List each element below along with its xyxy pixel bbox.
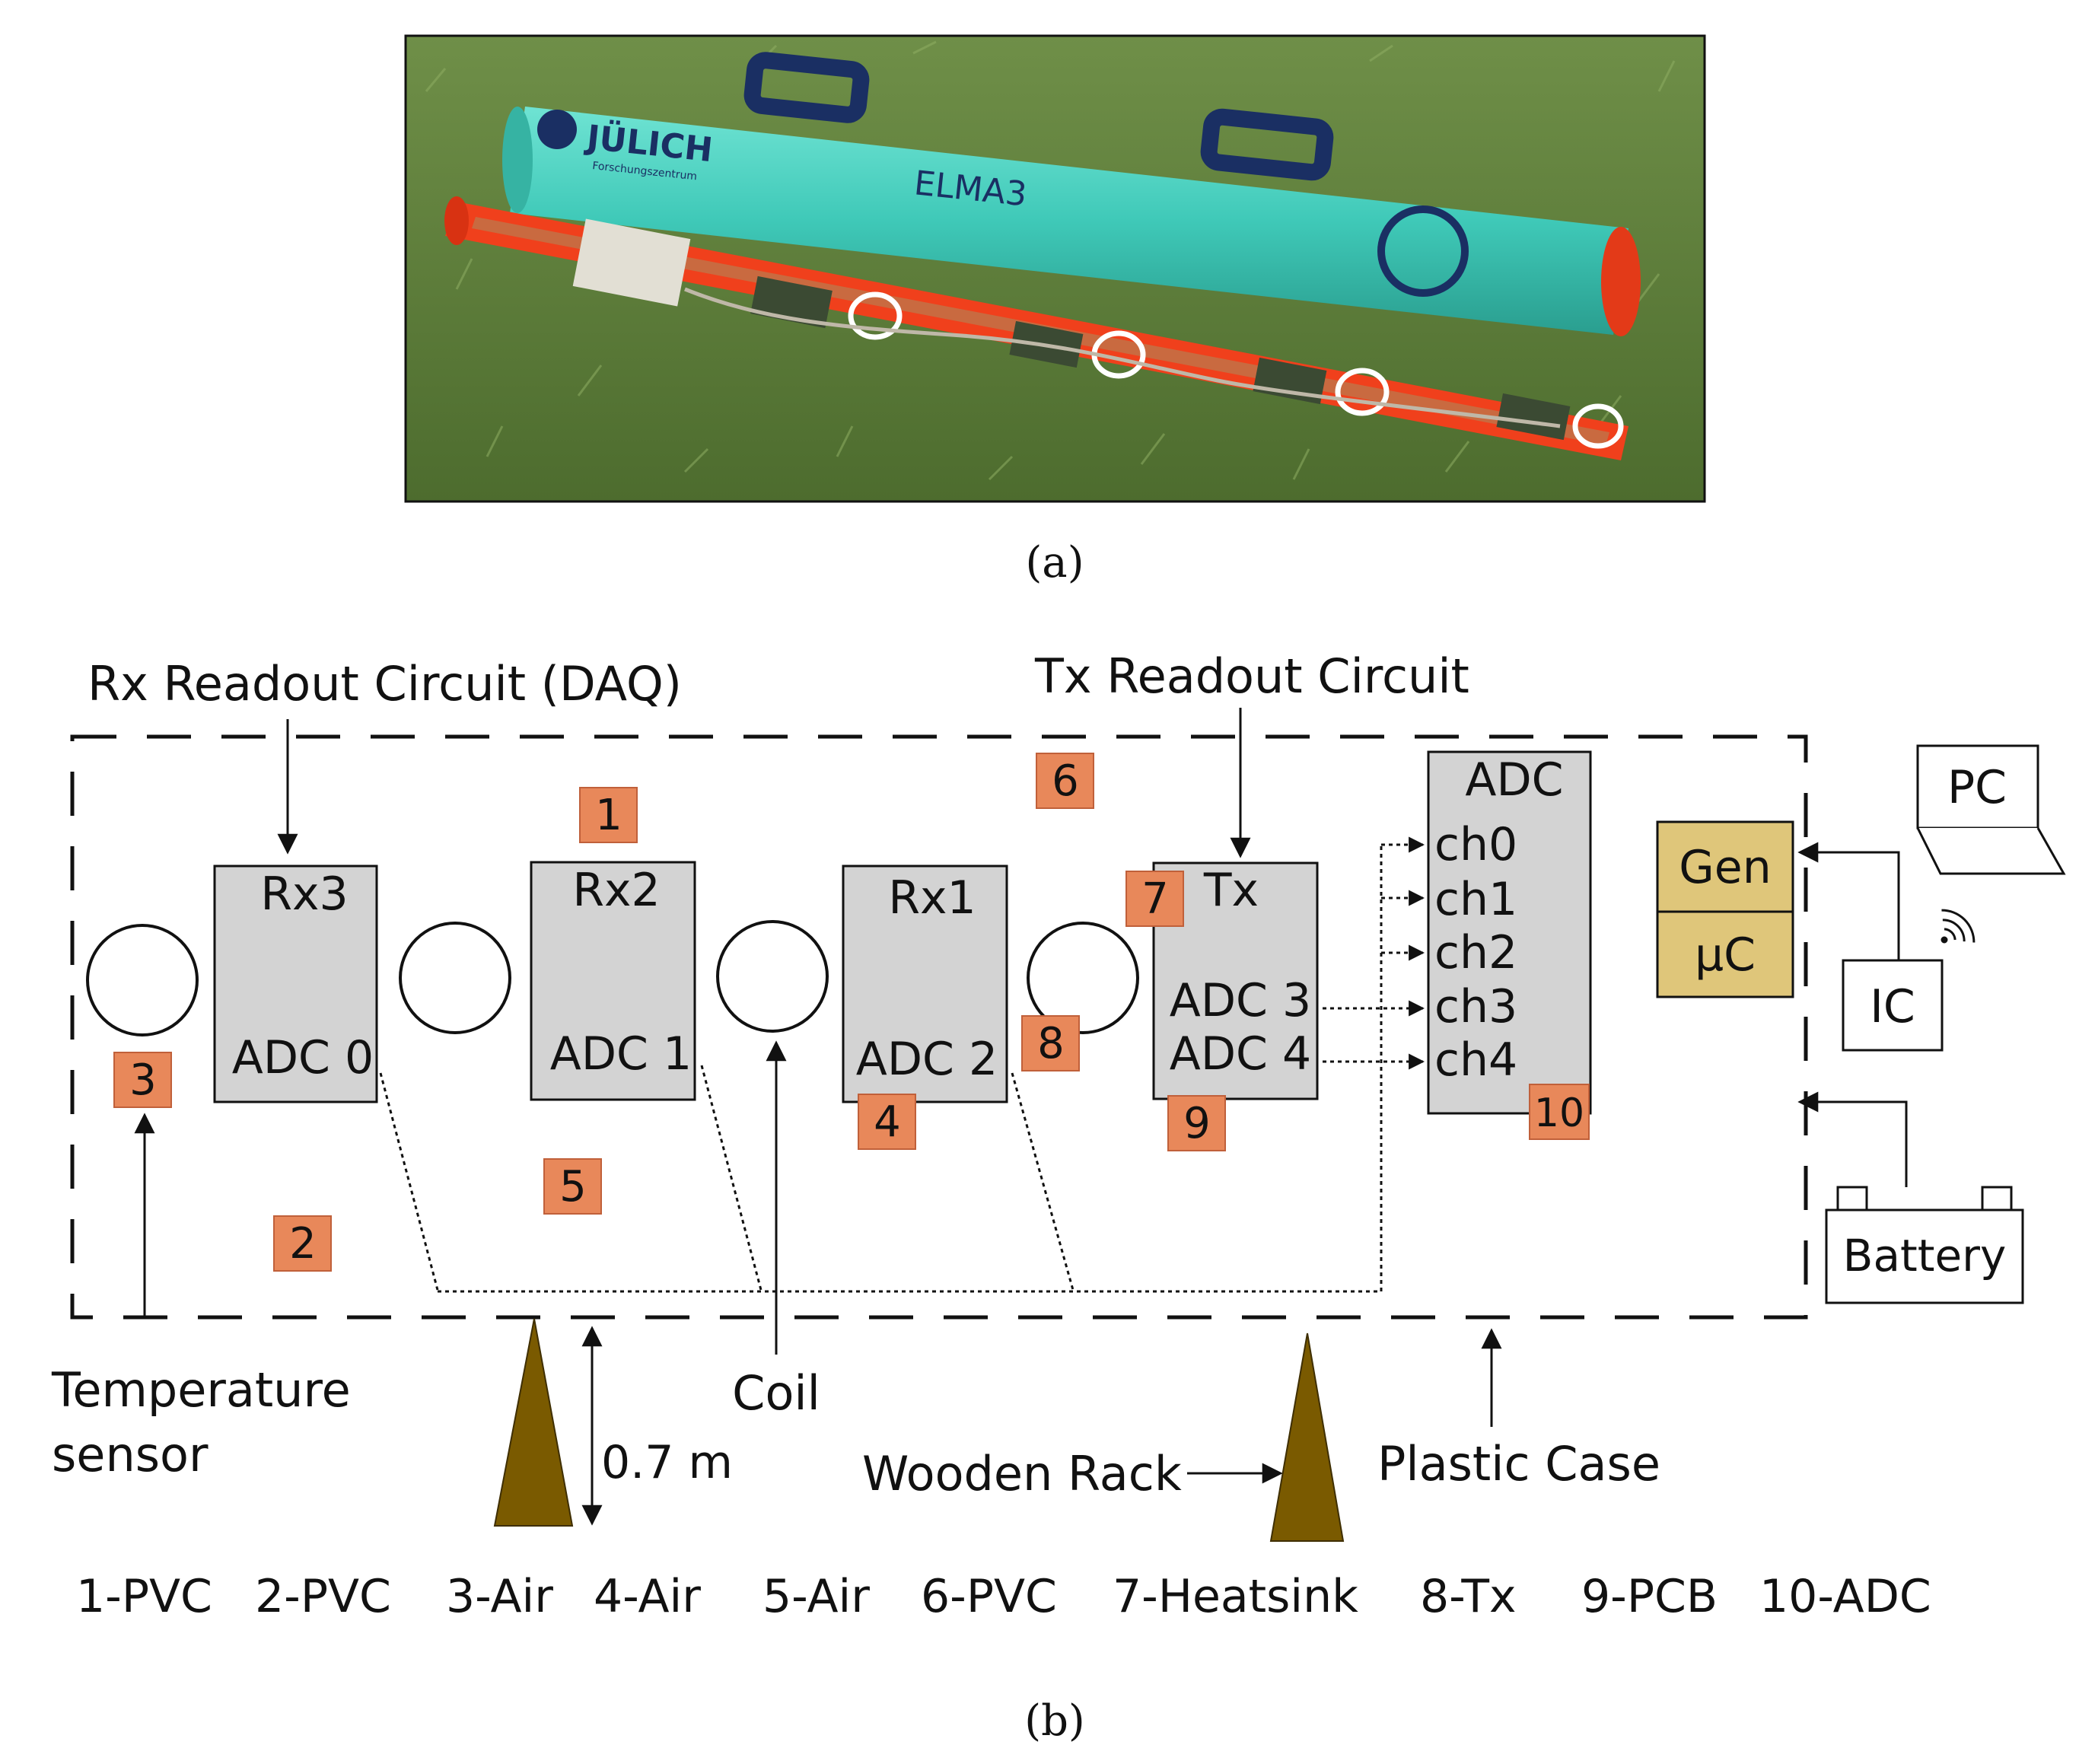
board-rx2-adc: ADC 1 — [550, 1027, 692, 1081]
ic-arrow — [1797, 842, 1900, 960]
battery-pack — [572, 218, 691, 307]
svg-text:8: 8 — [1037, 1019, 1065, 1068]
board-tx-adc-a: ADC 3 — [1170, 974, 1311, 1027]
tube-handle-left — [743, 52, 870, 123]
battery-icon — [1825, 1186, 2024, 1304]
svg-text:2: 2 — [289, 1219, 317, 1269]
wireless-icon — [1941, 909, 1976, 944]
pc-laptop-icon — [1916, 744, 2066, 875]
coil-rx1 — [716, 920, 829, 1033]
svg-text:3: 3 — [129, 1056, 157, 1105]
board-rx1-adc: ADC 2 — [856, 1033, 998, 1086]
caption-b: (b) — [1024, 1696, 1085, 1746]
badge-1: 1 — [579, 787, 638, 843]
photo-wiring — [684, 287, 1561, 428]
legend-item: 9-PCB — [1581, 1570, 1718, 1623]
adc-box-title: ADC — [1465, 753, 1563, 807]
badge-6: 6 — [1036, 753, 1094, 809]
legend-item: 2-PVC — [255, 1570, 391, 1623]
legend-item: 6-PVC — [921, 1570, 1057, 1623]
pc-label: PC — [1947, 761, 2007, 814]
svg-text:7: 7 — [1141, 874, 1169, 924]
legend-item: 8-Tx — [1420, 1570, 1516, 1623]
svg-text:1: 1 — [595, 791, 622, 840]
photo-coils — [848, 291, 1624, 449]
board-rx2-name: Rx2 — [572, 864, 660, 917]
tube-handle-right — [1200, 108, 1334, 181]
badge-3: 3 — [113, 1052, 172, 1108]
board-tx-adc-b: ADC 4 — [1170, 1027, 1311, 1081]
legend-item: 3-Air — [446, 1570, 553, 1623]
uc-label: µC — [1695, 928, 1756, 982]
board-rx1 — [842, 864, 1008, 1103]
plastic-case-outline — [70, 734, 1808, 1320]
material-legend: 1-PVC 2-PVC 3-Air 4-Air 5-Air 6-PVC 7-He… — [76, 1570, 1931, 1623]
board-rx3-name: Rx3 — [260, 868, 348, 921]
svg-text:10: 10 — [1534, 1091, 1584, 1136]
temperature-label-line2: sensor — [52, 1427, 209, 1482]
wooden-rack-left — [493, 1318, 574, 1527]
adc-channel-2: ch2 — [1434, 926, 1517, 979]
tube-emblem — [1377, 205, 1469, 297]
gen-block — [1656, 820, 1794, 913]
battery-arrow — [1797, 1091, 1908, 1187]
battery-label: Battery — [1843, 1230, 2007, 1282]
adc-channel-0: ch0 — [1434, 818, 1517, 871]
coil-tx — [1027, 922, 1139, 1034]
legend-item: 5-Air — [763, 1570, 870, 1623]
adc-channel-1: ch1 — [1434, 873, 1517, 926]
ic-label: IC — [1870, 980, 1915, 1033]
legend-item: 1-PVC — [76, 1570, 212, 1623]
signal-wiring — [379, 836, 1425, 1293]
coil-rx3 — [86, 924, 199, 1036]
wooden-rack-right — [1269, 1333, 1345, 1542]
adc-channel-4: ch4 — [1434, 1033, 1517, 1087]
board-rx3 — [213, 864, 378, 1103]
open-plastic-case — [444, 196, 1628, 460]
wooden-rack-label: Wooden Rack — [862, 1446, 1182, 1501]
badge-5: 5 — [543, 1158, 602, 1215]
legend-item: 10-ADC — [1759, 1570, 1931, 1623]
badge-7: 7 — [1125, 871, 1184, 927]
svg-text:4: 4 — [874, 1097, 901, 1147]
tx-circuit-label: Tx Readout Circuit — [1034, 648, 1469, 704]
badge-9: 9 — [1167, 1095, 1226, 1151]
badge-2: 2 — [273, 1215, 332, 1272]
board-tx-name: Tx — [1203, 864, 1259, 917]
badge-8: 8 — [1021, 1015, 1080, 1071]
badge-10: 10 — [1529, 1084, 1590, 1140]
svg-text:6: 6 — [1052, 756, 1079, 806]
legend-item: 4-Air — [594, 1570, 701, 1623]
board-rx1-name: Rx1 — [888, 871, 976, 925]
adc-box — [1427, 750, 1592, 1115]
coil-label: Coil — [732, 1365, 820, 1421]
svg-text:5: 5 — [559, 1162, 587, 1212]
ic-block — [1842, 959, 1944, 1052]
svg-text:9: 9 — [1183, 1099, 1211, 1148]
elma3-tube: JÜLICH Forschungszentrum ELMA3 — [502, 52, 1641, 336]
adc-channel-3: ch3 — [1434, 980, 1517, 1033]
badge-4: 4 — [858, 1094, 916, 1150]
distance-label: 0.7 m — [601, 1436, 733, 1489]
schematic: Rx Readout Circuit (DAQ) Tx Readout Circ… — [51, 648, 2066, 1623]
caption-a: (a) — [1025, 538, 1084, 587]
rx-circuit-label: Rx Readout Circuit (DAQ) — [88, 656, 682, 712]
board-rx2 — [530, 861, 696, 1101]
coil-rx2 — [399, 922, 511, 1034]
plastic-case-label: Plastic Case — [1377, 1436, 1660, 1492]
board-rx3-adc: ADC 0 — [232, 1031, 374, 1084]
brand-logo-icon — [537, 110, 577, 149]
gen-label: Gen — [1679, 841, 1771, 894]
photo-panel: JÜLICH Forschungszentrum ELMA3 — [404, 34, 1706, 503]
uc-block — [1656, 910, 1794, 998]
legend-item: 7-Heatsink — [1113, 1570, 1358, 1623]
temperature-label-line1: Temperature — [51, 1362, 351, 1418]
